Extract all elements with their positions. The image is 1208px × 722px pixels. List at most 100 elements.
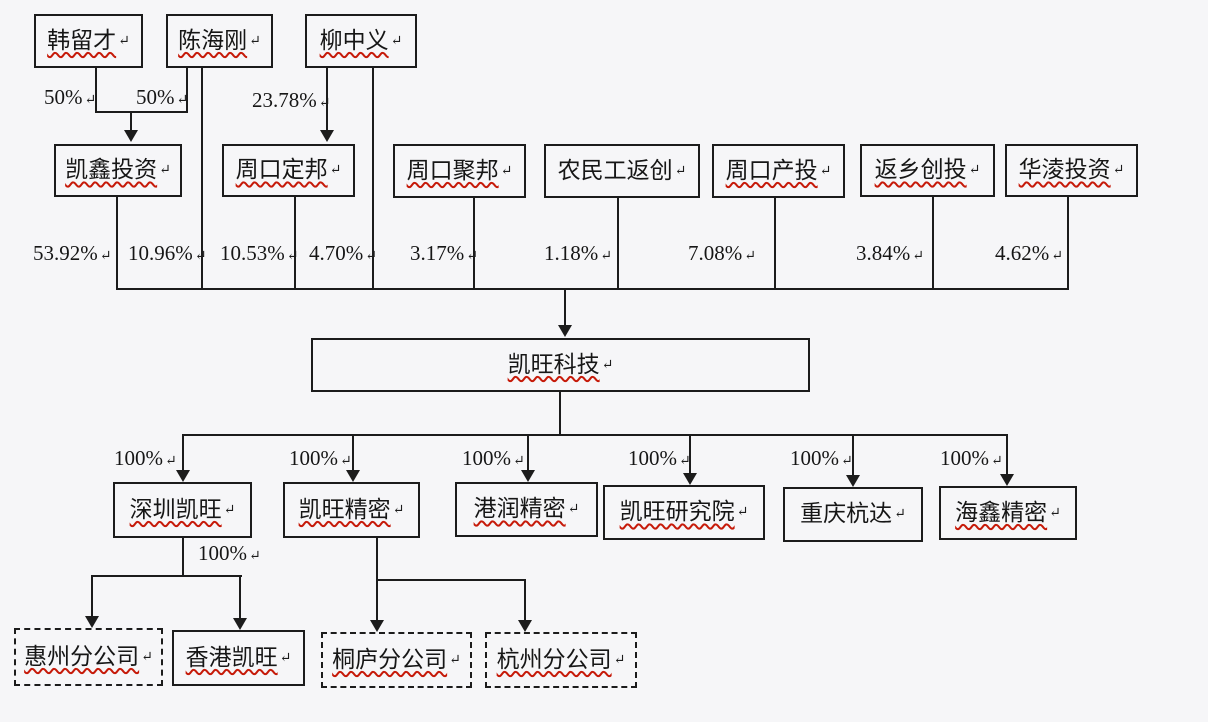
holder-fanxiang-chuangtou: 返乡创投↵: [860, 144, 995, 197]
connector-hline: [183, 434, 1008, 436]
arrow-down: [1000, 474, 1014, 486]
subsidiary-haixin-jingmi: 海鑫精密↵: [939, 486, 1077, 540]
return-mark: ↵: [601, 357, 614, 373]
connector-vline: [774, 198, 776, 288]
arrow-down: [346, 470, 360, 482]
node-label: 深圳凯旺: [129, 496, 222, 522]
node-label: 重庆杭达: [800, 501, 893, 527]
arrow-down: [370, 620, 384, 632]
holder-nongmingong-fanchuang: 农民工返创↵: [544, 144, 700, 198]
connector-vline: [352, 434, 354, 470]
return-mark: ↵: [819, 163, 832, 179]
ownership-company-jingmi: 100%↵: [289, 446, 352, 470]
connector-vline: [1067, 197, 1069, 288]
ownership-liu-company: 4.70%↵: [309, 241, 377, 265]
connector-hline: [95, 111, 188, 113]
ownership-company-gangrun: 100%↵: [462, 446, 525, 470]
node-label: 周口定邦: [235, 157, 328, 183]
arrow-down: [558, 325, 572, 337]
ownership-chen-company: 10.96%↵: [128, 241, 207, 265]
branch-hongkong-kaiwang: 香港凯旺↵: [172, 630, 305, 686]
node-label: 农民工返创: [557, 157, 673, 183]
ownership-han-kaixin: 50%↵: [44, 85, 97, 109]
subsidiary-chongqing-hangda: 重庆杭达↵: [783, 487, 923, 542]
shareholder-chen-haigang: 陈海刚↵: [166, 14, 273, 68]
ownership-company-research: 100%↵: [628, 446, 691, 470]
return-mark: ↵: [736, 505, 749, 520]
return-mark: ↵: [894, 507, 906, 522]
connector-vline: [564, 288, 566, 325]
holder-hualing-investment: 华淩投资↵: [1005, 144, 1138, 197]
node-label: 凯旺精密: [298, 496, 391, 522]
arrow-down: [85, 616, 99, 628]
ownership-dingbang-company: 10.53%↵: [220, 241, 299, 265]
arrow-down: [518, 620, 532, 632]
shareholder-liu-zhongyi: 柳中义↵: [305, 14, 417, 68]
ownership-company-shenzhen: 100%↵: [114, 446, 177, 470]
return-mark: ↵: [567, 502, 580, 517]
shareholder-han-liucai: 韩留才↵: [34, 14, 143, 68]
connector-vline: [372, 68, 374, 288]
branch-hangzhou: 杭州分公司↵: [485, 632, 637, 688]
connector-vline: [116, 197, 118, 288]
connector-vline: [852, 434, 854, 475]
node-label: 韩留才: [47, 27, 117, 53]
arrow-down: [233, 618, 247, 630]
node-label: 华淩投资: [1018, 157, 1111, 183]
connector-vline: [473, 198, 475, 288]
return-mark: ↵: [390, 33, 403, 49]
ownership-chen-kaixin: 50%↵: [136, 85, 189, 109]
ownership-shenzhen-branches: 100%↵: [198, 541, 261, 565]
connector-vline: [524, 579, 526, 620]
holder-zhoukou-chantou: 周口产投↵: [712, 144, 845, 198]
connector-vline: [186, 68, 188, 112]
ownership-company-haixin: 100%↵: [940, 446, 1003, 470]
return-mark: ↵: [159, 163, 171, 178]
return-mark: ↵: [500, 163, 513, 179]
arrow-down: [846, 475, 860, 487]
ownership-liu-dingbang: 23.78%↵: [252, 88, 331, 112]
connector-vline: [182, 538, 184, 575]
return-mark: ↵: [449, 652, 461, 668]
connector-vline: [617, 198, 619, 288]
connector-hline: [92, 575, 242, 577]
ownership-hualing-company: 4.62%↵: [995, 241, 1063, 265]
node-label: 港润精密: [473, 496, 566, 522]
ownership-fanxiang-company: 3.84%↵: [856, 241, 924, 265]
ownership-jubang-company: 3.17%↵: [410, 241, 478, 265]
connector-vline: [294, 197, 296, 288]
company-kaiwang-technology: 凯旺科技↵: [311, 338, 810, 392]
subsidiary-kaiwang-jingmi: 凯旺精密↵: [283, 482, 420, 538]
ownership-company-chongqing: 100%↵: [790, 446, 853, 470]
return-mark: ↵: [249, 33, 261, 49]
connector-vline: [95, 68, 97, 112]
branch-huizhou: 惠州分公司↵: [14, 628, 163, 686]
ownership-kaixin-company: 53.92%↵: [33, 241, 112, 265]
node-label: 凯旺研究院: [619, 499, 735, 525]
return-mark: ↵: [392, 502, 405, 518]
connector-vline: [201, 68, 203, 288]
return-mark: ↵: [1049, 505, 1061, 521]
connector-hline: [376, 579, 526, 581]
connector-hline: [116, 288, 1069, 290]
connector-vline: [527, 434, 529, 470]
return-mark: ↵: [968, 163, 981, 178]
return-mark: ↵: [118, 33, 130, 49]
node-label: 香港凯旺: [185, 644, 278, 670]
subsidiary-gangrun-jingmi: 港润精密↵: [455, 482, 598, 537]
return-mark: ↵: [223, 502, 236, 518]
connector-vline: [91, 575, 93, 616]
arrow-down: [521, 470, 535, 482]
node-label: 陈海刚: [178, 27, 248, 53]
return-mark: ↵: [674, 163, 687, 179]
connector-vline: [376, 538, 378, 579]
node-label: 柳中义: [319, 27, 389, 53]
connector-vline: [130, 112, 132, 130]
connector-vline: [182, 434, 184, 470]
connector-vline: [932, 197, 934, 288]
node-label: 海鑫精密: [955, 499, 1048, 525]
node-label: 杭州分公司: [496, 646, 612, 672]
node-label: 凯鑫投资: [65, 157, 158, 183]
return-mark: ↵: [1112, 163, 1125, 178]
